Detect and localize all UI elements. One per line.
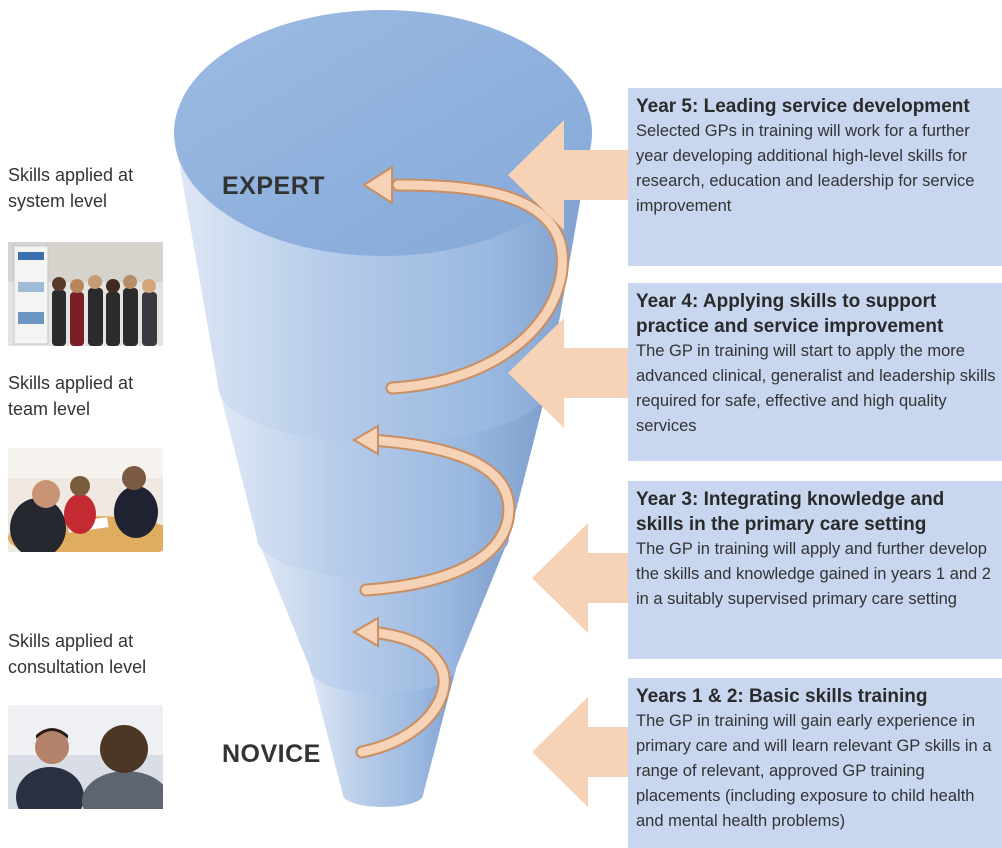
panel-body: The GP in training will start to apply t…	[636, 342, 996, 435]
panel-body: Selected GPs in training will work for a…	[636, 122, 975, 215]
arrow-year-4	[508, 318, 630, 428]
panel-year-5: Year 5: Leading service development Sele…	[628, 88, 1002, 266]
team-level-label: Skills applied at team level	[8, 373, 134, 419]
panel-years-1-2: Years 1 & 2: Basic skills training The G…	[628, 678, 1002, 848]
group-photo	[8, 242, 163, 346]
panel-year-4: Year 4: Applying skills to support pract…	[628, 283, 1002, 461]
panel-title: Year 4: Applying skills to support pract…	[636, 291, 944, 337]
arrow-year-5	[508, 120, 630, 230]
panel-year-3: Year 3: Integrating knowledge and skills…	[628, 481, 1002, 659]
novice-label: NOVICE	[222, 740, 321, 768]
consultation-level-label: Skills applied at consultation level	[8, 631, 147, 677]
meeting-photo	[8, 448, 163, 552]
consultation-photo	[8, 705, 163, 809]
panel-body: The GP in training will gain early exper…	[636, 712, 992, 830]
expert-label: EXPERT	[222, 172, 326, 200]
panel-title: Year 5: Leading service development	[636, 96, 970, 117]
panel-title: Years 1 & 2: Basic skills training	[636, 686, 928, 707]
system-level-label: Skills applied at system level	[8, 165, 134, 211]
side-arrows	[508, 120, 630, 807]
spiral-arrow	[352, 165, 569, 759]
panel-title: Year 3: Integrating knowledge and skills…	[636, 489, 945, 535]
arrow-year-3	[532, 523, 630, 633]
arrow-years-1-2	[532, 697, 630, 807]
panel-body: The GP in training will apply and furthe…	[636, 540, 991, 608]
